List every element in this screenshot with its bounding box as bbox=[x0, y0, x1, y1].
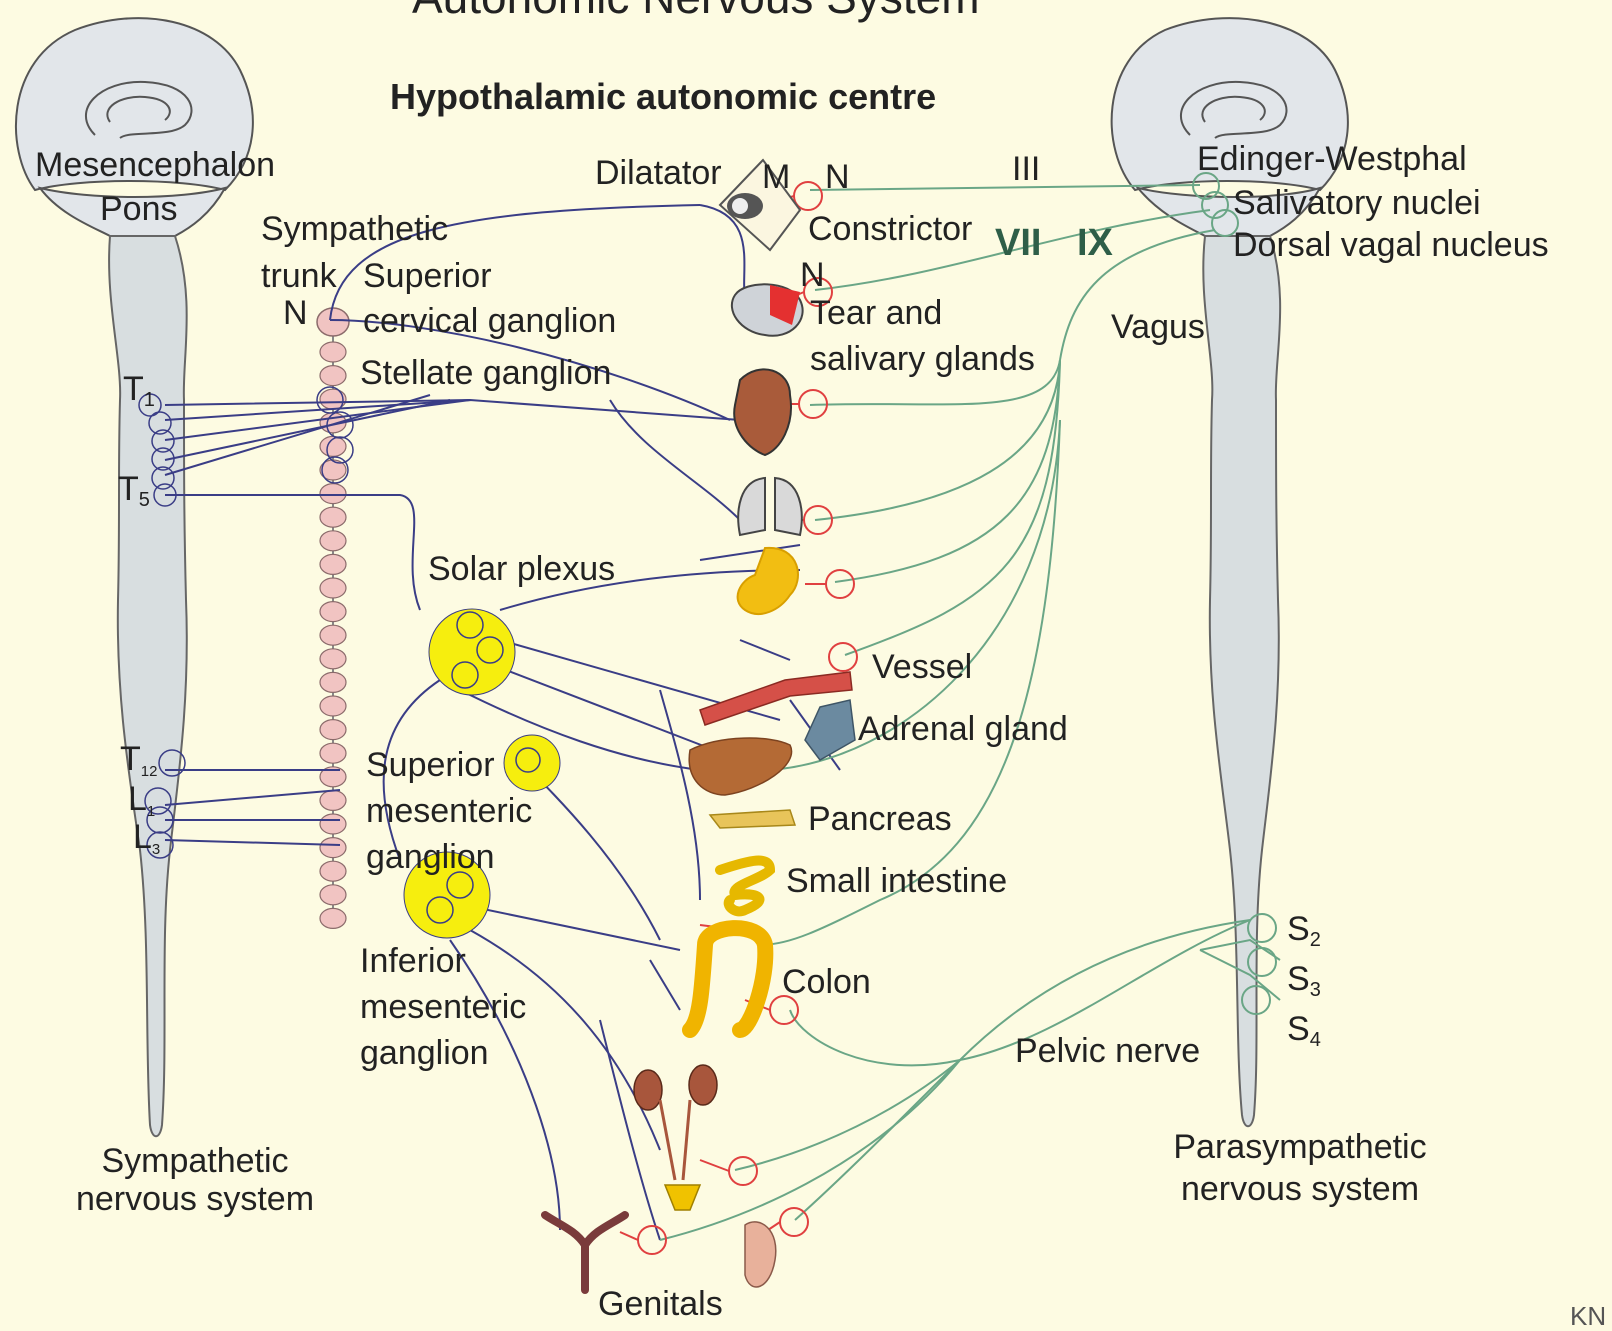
chain-ganglion bbox=[320, 554, 346, 574]
chain-ganglion bbox=[320, 531, 346, 551]
label-mesencephalon: Mesencephalon bbox=[35, 146, 275, 184]
label-superior-mesenteric-3: ganglion bbox=[366, 838, 495, 876]
chain-ganglion bbox=[320, 720, 346, 740]
chain-ganglion bbox=[320, 861, 346, 881]
chain-ganglion bbox=[320, 672, 346, 692]
chain-ganglion bbox=[320, 814, 346, 834]
chain-ganglion bbox=[320, 696, 346, 716]
chain-ganglion bbox=[320, 602, 346, 622]
label-corner: KN bbox=[1570, 1302, 1606, 1331]
chain-ganglion bbox=[320, 507, 346, 527]
chain-ganglion bbox=[320, 649, 346, 669]
label-inferior-mesenteric-2: mesenteric bbox=[360, 988, 526, 1026]
label-parasympathetic-ns-2: nervous system bbox=[1150, 1170, 1450, 1208]
label-t5: T5 bbox=[118, 470, 150, 511]
label-solar-plexus: Solar plexus bbox=[428, 550, 615, 588]
label-stellate-ganglion: Stellate ganglion bbox=[360, 354, 611, 392]
label-pons: Pons bbox=[100, 190, 178, 228]
hypothalamic-heading: Hypothalamic autonomic centre bbox=[390, 76, 936, 118]
chain-ganglion bbox=[320, 366, 346, 386]
label-colon: Colon bbox=[782, 963, 871, 1001]
label-n-left: N bbox=[283, 294, 308, 332]
label-n-eye: N bbox=[825, 158, 850, 196]
label-vagus: Vagus bbox=[1111, 308, 1205, 346]
label-sympathetic-ns-1: Sympathetic bbox=[55, 1142, 335, 1180]
label-superior-mesenteric-1: Superior bbox=[366, 746, 495, 784]
label-salivatory-nuclei: Salivatory nuclei bbox=[1233, 184, 1481, 222]
label-dilatator: Dilatator bbox=[595, 154, 722, 192]
label-nerve-ix: IX bbox=[1077, 222, 1113, 265]
label-t1: T1 bbox=[123, 370, 155, 411]
label-genitals: Genitals bbox=[598, 1285, 723, 1323]
chain-ganglion bbox=[320, 743, 346, 763]
label-tear-2: salivary glands bbox=[810, 340, 1035, 378]
label-superior-cervical-1: Superior bbox=[363, 257, 492, 295]
label-m: M bbox=[762, 158, 790, 196]
label-sympathetic-ns-2: nervous system bbox=[55, 1180, 335, 1218]
label-tear-1: Tear and bbox=[810, 294, 942, 332]
chain-ganglion bbox=[320, 625, 346, 645]
label-sympathetic-trunk-1: Sympathetic bbox=[261, 210, 448, 248]
label-superior-mesenteric-2: mesenteric bbox=[366, 792, 532, 830]
label-constrictor: Constrictor bbox=[808, 210, 972, 248]
chain-ganglion bbox=[320, 885, 346, 905]
label-adrenal-gland: Adrenal gland bbox=[858, 710, 1068, 748]
chain-ganglion bbox=[320, 908, 346, 928]
label-vessel: Vessel bbox=[872, 648, 972, 686]
label-l3: L3 bbox=[133, 818, 160, 859]
chain-ganglion bbox=[320, 838, 346, 858]
label-s3: S3 bbox=[1287, 960, 1321, 1001]
chain-ganglion bbox=[320, 790, 346, 810]
superior-cervical-ganglion bbox=[317, 308, 349, 336]
label-l1: L1 bbox=[128, 780, 155, 821]
label-pelvic-nerve: Pelvic nerve bbox=[1015, 1032, 1200, 1070]
chain-ganglion bbox=[320, 484, 346, 504]
label-edinger-westphal: Edinger-Westphal bbox=[1197, 140, 1467, 178]
label-sympathetic-trunk-2: trunk bbox=[261, 257, 337, 295]
label-inferior-mesenteric-1: Inferior bbox=[360, 942, 466, 980]
superior-mesenteric-ganglion bbox=[504, 735, 560, 791]
label-small-intestine: Small intestine bbox=[786, 862, 1007, 900]
solar-plexus-ganglion bbox=[429, 609, 515, 695]
label-s2: S2 bbox=[1287, 910, 1321, 951]
label-inferior-mesenteric-3: ganglion bbox=[360, 1034, 489, 1072]
label-nerve-iii: III bbox=[1012, 150, 1040, 189]
label-t12: T12 bbox=[120, 740, 157, 781]
label-parasympathetic-ns-1: Parasympathetic bbox=[1150, 1128, 1450, 1166]
diagram-title: Autonomic Nervous System bbox=[412, 0, 980, 24]
label-dorsal-vagal-nucleus: Dorsal vagal nucleus bbox=[1233, 226, 1549, 264]
chain-ganglion bbox=[320, 342, 346, 362]
label-nerve-vii: VII bbox=[995, 222, 1041, 265]
label-superior-cervical-2: cervical ganglion bbox=[363, 302, 616, 340]
label-pancreas: Pancreas bbox=[808, 800, 952, 838]
label-n-gland: N bbox=[800, 256, 825, 294]
label-s4: S4 bbox=[1287, 1010, 1321, 1051]
chain-ganglion bbox=[320, 578, 346, 598]
